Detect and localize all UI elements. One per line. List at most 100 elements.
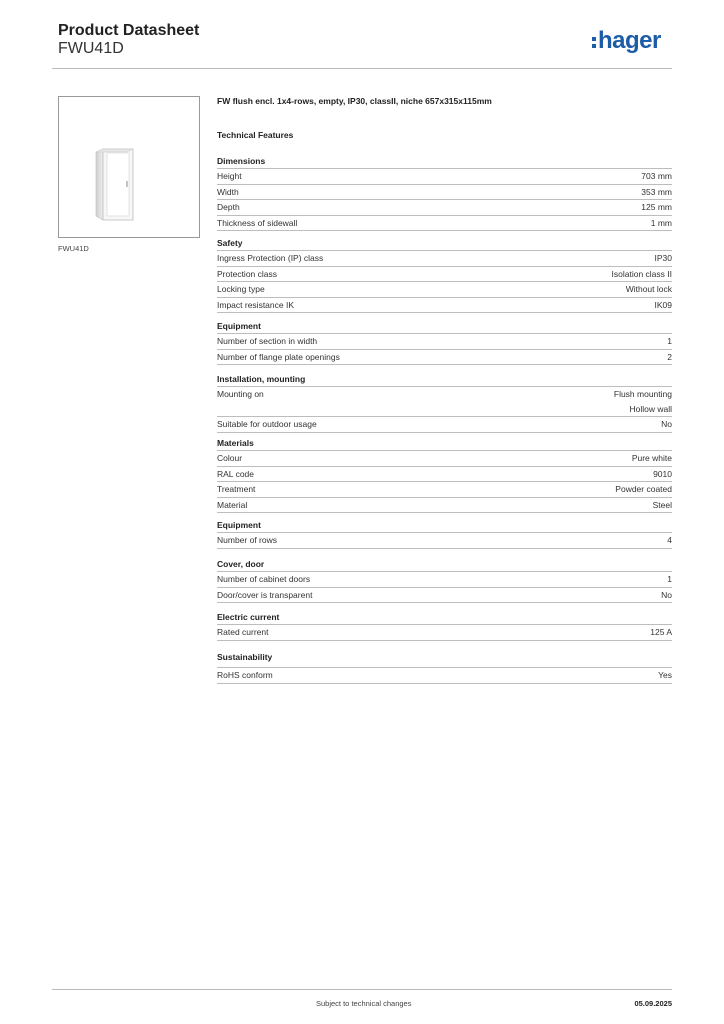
section-title: Sustainability <box>217 652 273 662</box>
row-label: Number of flange plate openings <box>217 351 340 362</box>
section-divider <box>217 312 672 313</box>
table-row: Impact resistance IK IK09 <box>217 296 673 313</box>
table-row: Depth 125 mm <box>217 199 672 215</box>
table-row: Material Steel <box>217 496 672 513</box>
product-code: FWU41D <box>58 40 124 57</box>
table-row: RoHS conform Yes <box>217 667 672 683</box>
row-value: No <box>661 419 672 429</box>
product-title: FW flush encl. 1x4-rows, empty, IP30, cl… <box>217 96 492 106</box>
table-row: Width 353 mm <box>217 183 672 200</box>
row-value: Steel <box>652 499 672 510</box>
row-value: 9010 <box>653 468 672 479</box>
table-row: Number of rows 4 <box>217 532 672 548</box>
row-label: Material <box>217 499 248 510</box>
row-label: Depth <box>217 202 240 212</box>
section-title: Electric current <box>217 612 280 622</box>
row-value: Powder coated <box>615 484 672 494</box>
section-title: Equipment <box>217 321 261 331</box>
table-row: Suitable for outdoor usage No <box>217 416 672 432</box>
section-equipment-rows: Equipment Number of rows 4 <box>217 518 672 549</box>
table-row: Number of flange plate openings 2 <box>217 348 672 365</box>
page-title: Product Datasheet <box>58 22 200 39</box>
table-row: Protection class Isolation class II <box>217 265 672 282</box>
product-image <box>58 96 200 238</box>
row-label: RAL code <box>217 468 255 479</box>
row-value: 1 <box>667 336 672 346</box>
row-label: Height <box>217 171 242 181</box>
section-divider <box>217 512 672 513</box>
row-label: Width <box>217 186 239 197</box>
row-label: Suitable for outdoor usage <box>217 419 317 429</box>
section-sustainability: Sustainability RoHS conform Yes <box>217 650 672 684</box>
header-divider <box>52 68 672 69</box>
row-label: Number of cabinet doors <box>217 574 311 584</box>
image-caption: FWU41D <box>58 244 89 253</box>
section-title: Equipment <box>217 520 261 530</box>
row-value: 4 <box>667 535 672 545</box>
row-value: Pure white <box>631 453 672 463</box>
section-title: Cover, door <box>217 559 265 569</box>
row-label: Locking type <box>217 284 265 294</box>
row-value: 125 A <box>650 627 672 637</box>
table-row: Rated current 125 A <box>217 624 672 640</box>
row-label: Thickness of sidewall <box>217 217 298 228</box>
row-label: Protection class <box>217 268 277 279</box>
section-cover-door: Cover, door Number of cabinet doors 1 Doo… <box>217 557 672 603</box>
section-installation-mounting: Installation, mounting Mounting on Flush … <box>217 372 672 433</box>
table-row: Thickness of sidewall 1 mm <box>217 214 672 231</box>
row-value: Isolation class II <box>611 268 672 279</box>
row-value: 703 mm <box>641 171 672 181</box>
footer-date: 05.09.2025 <box>634 999 672 1008</box>
section-divider <box>217 364 672 365</box>
row-label: Impact resistance IK <box>217 299 295 310</box>
section-divider <box>217 547 672 549</box>
row-value: 1 mm <box>650 217 672 228</box>
table-row: Height 703 mm <box>217 168 672 184</box>
hager-logo: hager <box>592 28 661 54</box>
row-value: IP30 <box>654 253 673 263</box>
table-row: Ingress Protection (IP) class IP30 <box>217 250 672 266</box>
section-dimensions: Dimensions Height 703 mm Width 353 mm Dept… <box>217 154 672 231</box>
row-label: Ingress Protection (IP) class <box>217 253 324 263</box>
logo-text: hager <box>598 27 661 54</box>
row-value: 353 mm <box>641 186 672 197</box>
row-value: Without lock <box>625 284 672 294</box>
row-value: 125 mm <box>641 202 672 212</box>
row-label: Door/cover is transparent <box>217 589 313 600</box>
table-row: Locking type Without lock <box>217 281 672 297</box>
row-value: 2 <box>667 351 672 362</box>
section-title: Safety <box>217 238 243 248</box>
row-label: Number of rows <box>217 535 277 545</box>
section-divider <box>217 639 672 641</box>
logo-dots-icon <box>592 35 596 48</box>
section-electric-current: Electric current Rated current 125 A <box>217 610 672 641</box>
row-label: Treatment <box>217 484 256 494</box>
row-value: IK09 <box>654 299 673 310</box>
row-label: RoHS conform <box>217 670 273 680</box>
row-value: No <box>661 589 672 600</box>
enclosure-icon <box>95 148 134 221</box>
section-divider <box>217 602 672 603</box>
row-value: Flush mounting <box>613 389 672 399</box>
section-divider <box>217 431 672 433</box>
features-heading: Technical Features <box>217 130 294 140</box>
row-value-secondary: Hollow wall <box>629 403 672 414</box>
footer-divider <box>52 989 672 990</box>
row-value: Yes <box>658 670 672 680</box>
table-row: Number of cabinet doors 1 <box>217 571 672 587</box>
table-row: Door/cover is transparent No <box>217 586 672 603</box>
section-divider <box>217 230 672 231</box>
row-label: Mounting on <box>217 389 264 399</box>
row-value: 1 <box>667 574 672 584</box>
row-label: Rated current <box>217 627 269 637</box>
section-title: Installation, mounting <box>217 374 306 384</box>
table-row: RAL code 9010 <box>217 465 672 482</box>
table-row: Treatment Powder coated <box>217 481 672 497</box>
section-title: Dimensions <box>217 156 266 166</box>
